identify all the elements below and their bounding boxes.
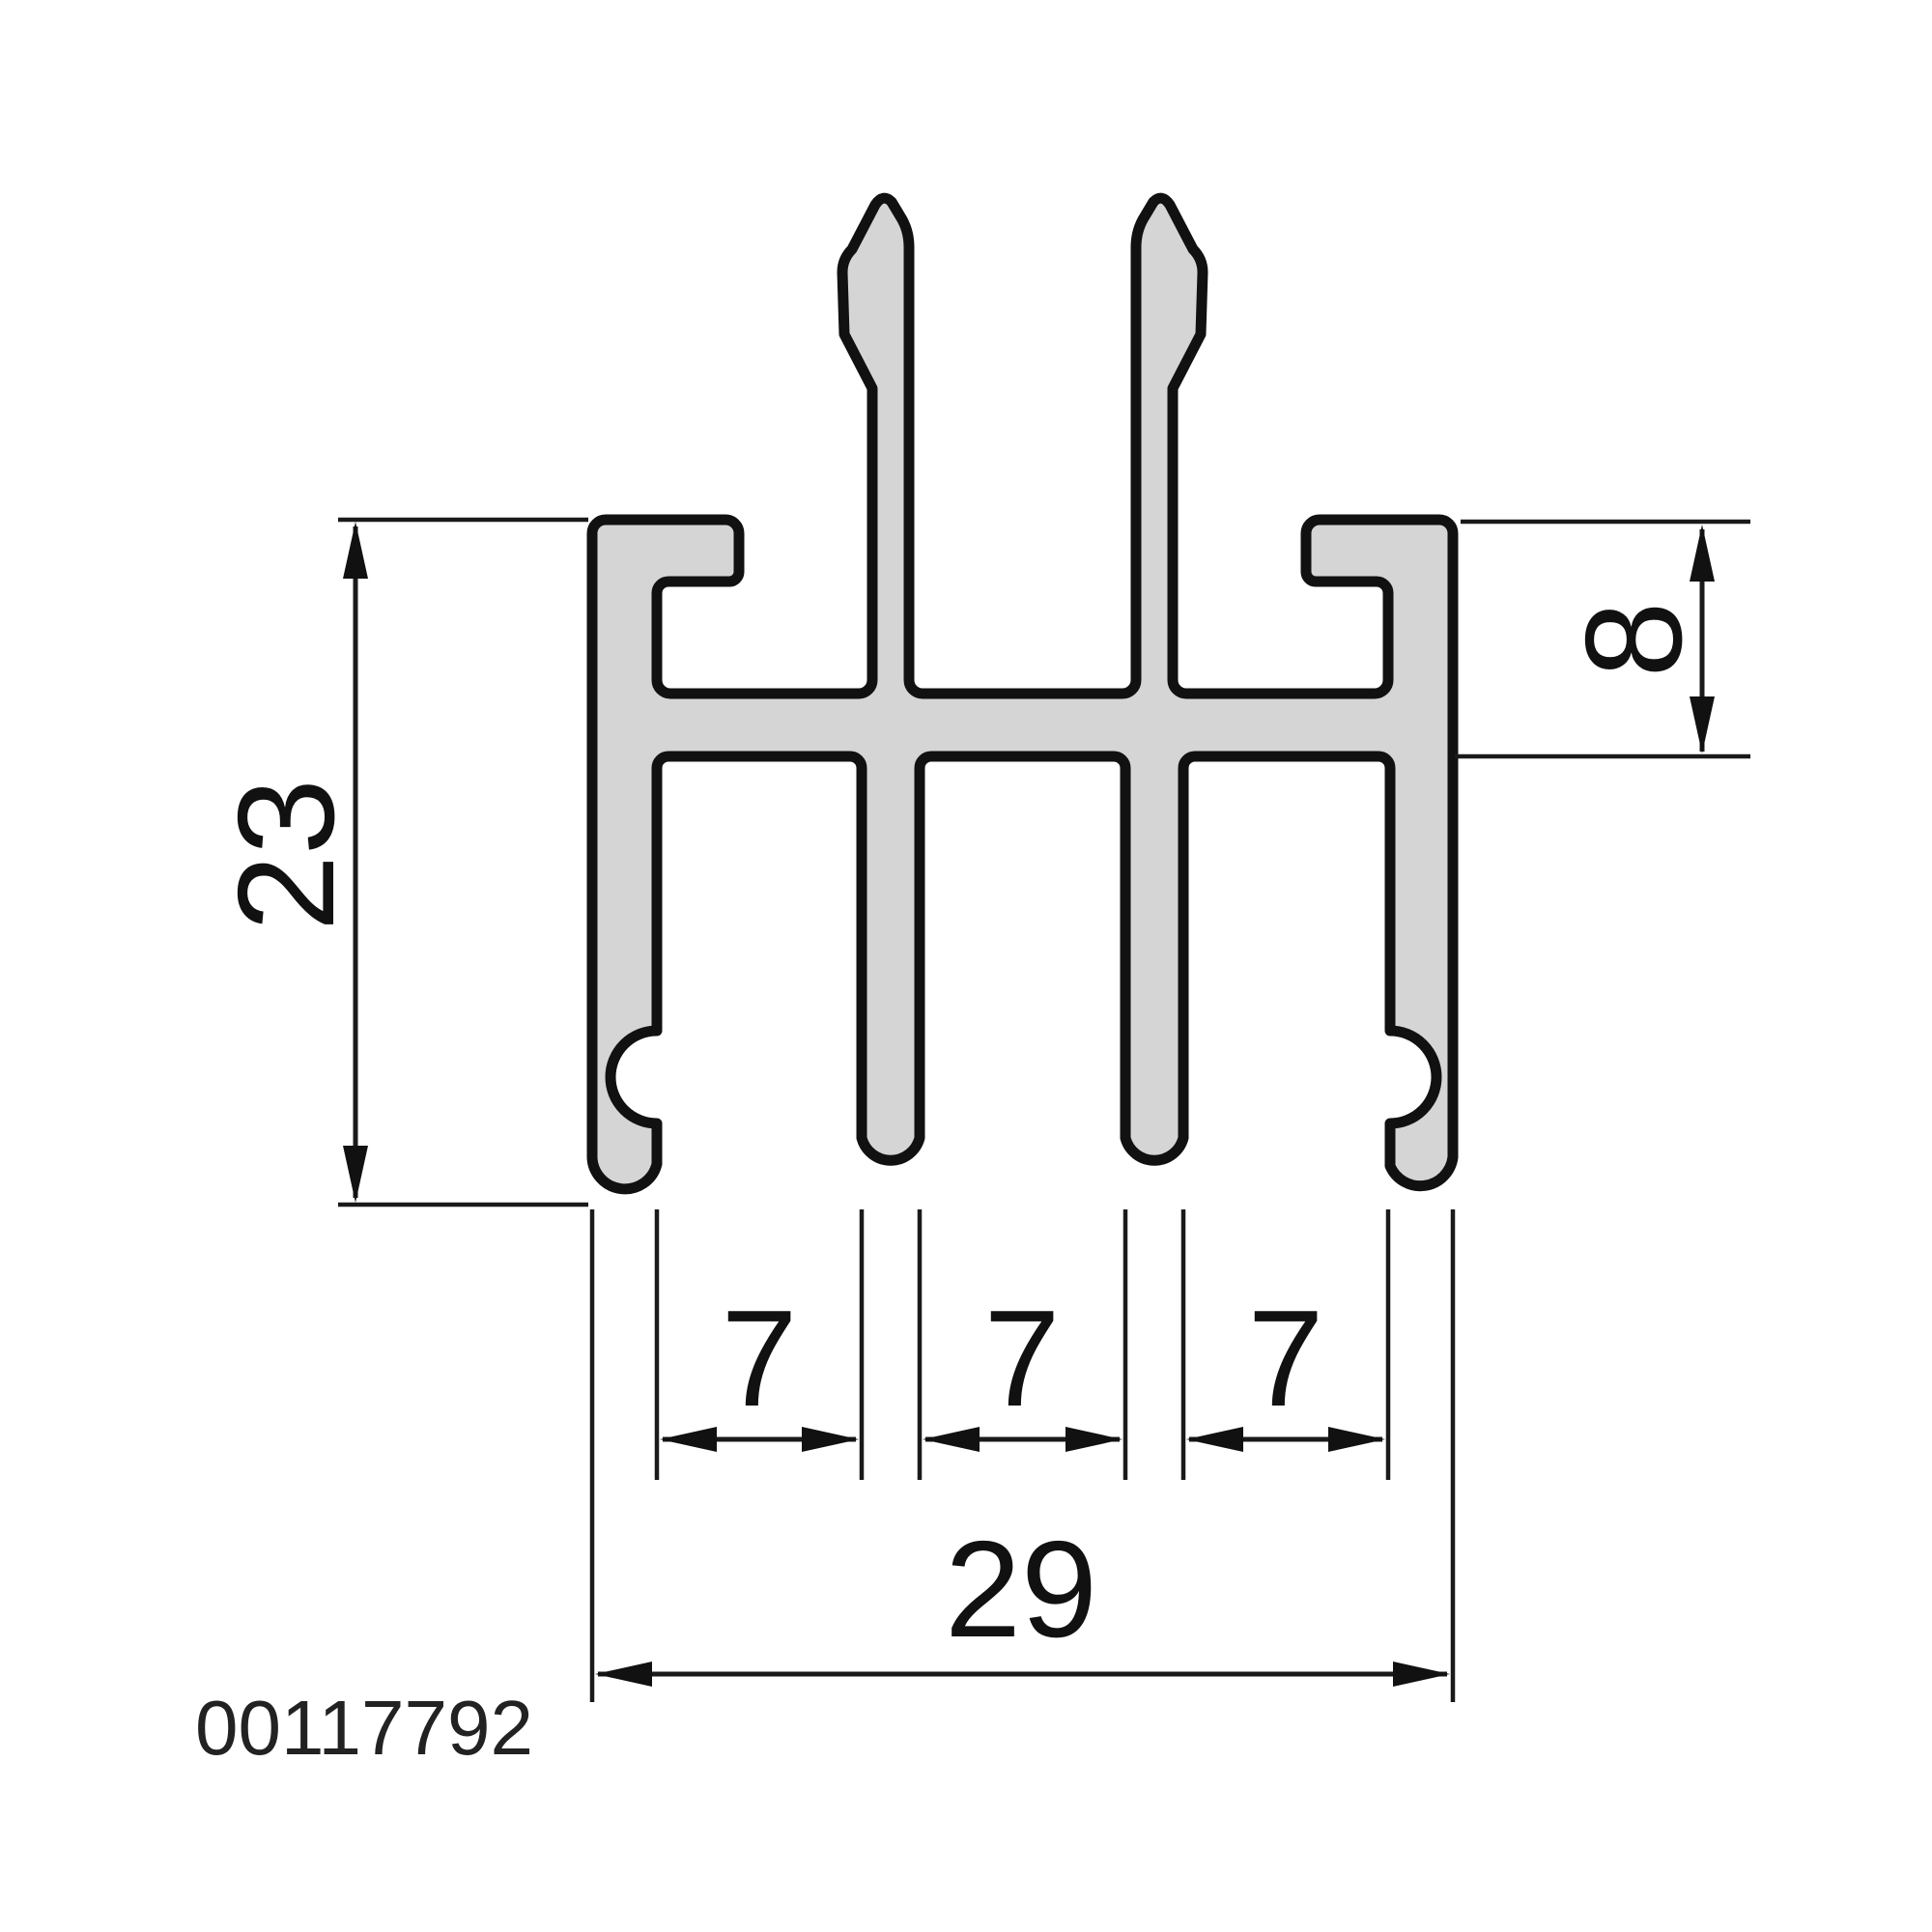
dimension-lines [353, 526, 1705, 1677]
dimension-label-overall-width: 29 [945, 1513, 1097, 1666]
extrusion-profile-outline [586, 192, 1459, 1195]
dimension-label-channel-2: 7 [983, 1282, 1061, 1435]
dimension-label-flange-depth: 8 [1557, 601, 1711, 678]
part-number-label: 00117792 [195, 1685, 533, 1771]
dimension-label-channel-3: 7 [1247, 1282, 1324, 1435]
dimension-label-overall-height: 23 [210, 779, 363, 931]
extension-lines [338, 517, 1750, 1702]
dimension-label-channel-1: 7 [721, 1282, 798, 1435]
